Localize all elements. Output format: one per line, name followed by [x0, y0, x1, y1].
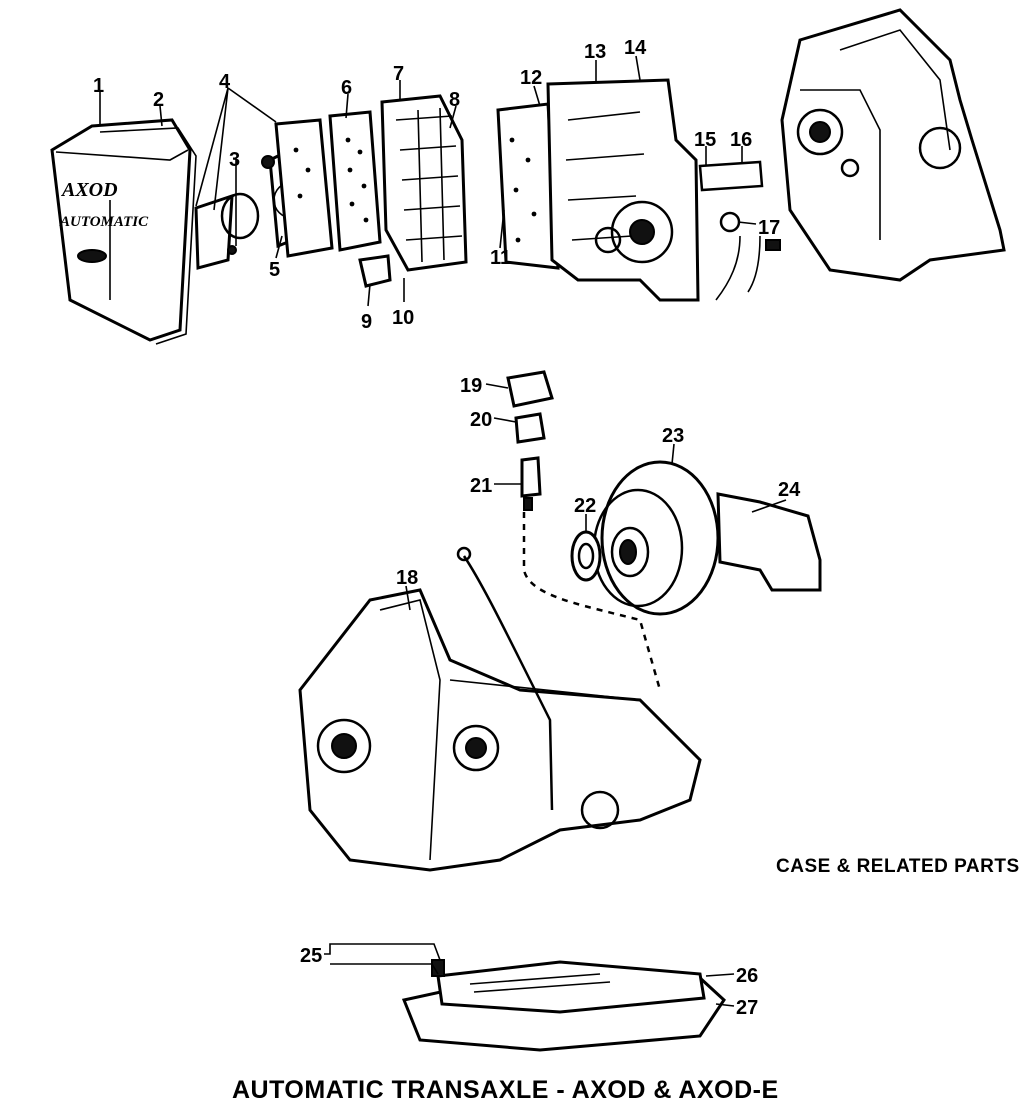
side-cover-assembly: AXOD AUTOMATIC [50, 118, 197, 345]
callout-12: 12 [520, 67, 542, 89]
callout-7: 7 [393, 63, 404, 85]
case-cover-assembly [496, 78, 781, 302]
callout-27: 27 [736, 997, 758, 1019]
callout-16: 16 [730, 129, 752, 151]
callout-23: 23 [662, 425, 684, 447]
callout-15: 15 [694, 129, 716, 151]
valve-body-assembly [274, 94, 468, 288]
callout-5: 5 [269, 259, 280, 281]
callout-1: 1 [93, 75, 104, 97]
callout-11: 11 [490, 247, 511, 269]
main-case [298, 546, 702, 872]
leader-lines [99, 55, 787, 1007]
callout-26: 26 [736, 965, 758, 987]
callout-8: 8 [449, 89, 460, 111]
callout-6: 6 [341, 77, 352, 99]
callout-21: 21 [470, 475, 492, 497]
callouts: 1 2 3 4 5 6 7 8 9 10 11 12 13 14 15 16 1… [93, 37, 801, 1019]
callout-24: 24 [778, 479, 801, 501]
page-title: AUTOMATIC TRANSAXLE - AXOD & AXOD-E [232, 1076, 779, 1104]
callout-9: 9 [361, 311, 372, 333]
cover-logo-line1: AXOD [60, 179, 118, 201]
callout-22: 22 [574, 495, 596, 517]
callout-19: 19 [460, 375, 482, 397]
oil-pan-assembly [401, 959, 726, 1052]
callout-17: 17 [758, 217, 780, 239]
speedometer-assembly [506, 370, 662, 691]
section-caption: CASE & RELATED PARTS [776, 856, 1020, 877]
torque-converter-assembly [570, 460, 822, 616]
cover-logo: AXOD AUTOMATIC [59, 179, 149, 263]
callout-13: 13 [584, 41, 606, 63]
callout-14: 14 [624, 37, 647, 59]
case-upper-right [780, 8, 1006, 282]
callout-18: 18 [396, 567, 418, 589]
cover-logo-line2: AUTOMATIC [59, 214, 149, 230]
plate-holes [293, 137, 369, 223]
callout-4: 4 [219, 71, 231, 93]
callout-25: 25 [300, 945, 322, 967]
callout-3: 3 [229, 149, 240, 171]
callout-10: 10 [392, 307, 414, 329]
callout-2: 2 [153, 89, 164, 111]
callout-20: 20 [470, 409, 492, 431]
